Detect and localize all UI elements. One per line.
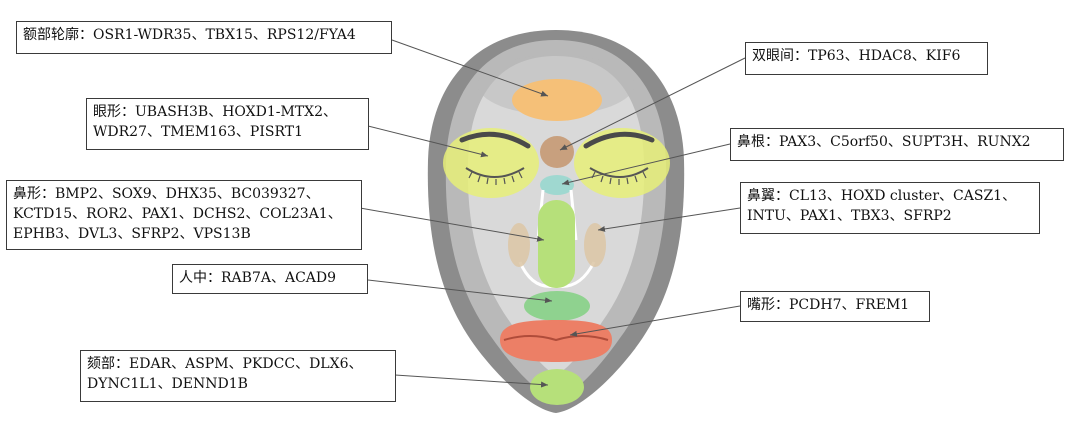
- leader-interocular: [559, 57, 746, 151]
- nasal-root-region: [540, 175, 574, 195]
- leader-eye-shape: [367, 125, 489, 158]
- chin-region: [530, 369, 584, 405]
- label-chin: 颏部：EDAR、ASPM、PKDCC、DLX6、 DYNC1L1、DENND1B: [80, 350, 396, 402]
- label-nasal-root: 鼻根：PAX3、C5orf50、SUPT3H、RUNX2: [730, 128, 1064, 161]
- left-closed-eye: [465, 167, 525, 178]
- label-mouth-shape: 嘴形：PCDH7、FREM1: [740, 291, 930, 322]
- leader-philtrum: [367, 279, 553, 304]
- left-eyebrow: [459, 131, 531, 149]
- label-nose-shape-line-2: KCTD15、ROR2、PAX1、DCHS2、COL23A1、: [13, 206, 342, 222]
- right-eyebrow: [583, 131, 655, 149]
- label-philtrum: 人中：RAB7A、ACAD9: [172, 264, 368, 294]
- interocular-region: [540, 136, 574, 168]
- label-forehead-contour: 额部轮廓：OSR1-WDR35、TBX15、RPS12/FYA4: [16, 21, 392, 54]
- left-eyelashes: [468, 171, 523, 185]
- label-nose-shape-line-1: 鼻形：BMP2、SOX9、DHX35、BC039327、: [13, 186, 320, 202]
- right-nasal-ala-region: [584, 223, 606, 267]
- leader-forehead: [391, 39, 549, 97]
- forehead-region: [512, 79, 602, 121]
- label-eye-shape: 眼形：UBASH3B、HOXD1-MTX2、 WDR27、TMEM163、PIS…: [86, 98, 369, 150]
- label-nose-shape: 鼻形：BMP2、SOX9、DHX35、BC039327、 KCTD15、ROR2…: [6, 180, 362, 250]
- label-interocular: 双眼间：TP63、HDAC8、KIF6: [745, 42, 988, 75]
- mouth-line: [503, 335, 609, 342]
- right-eye-region: [574, 128, 670, 198]
- label-nasal-root-text: 鼻根：PAX3、C5orf50、SUPT3H、RUNX2: [737, 134, 1031, 150]
- label-nasal-ala-line-1: 鼻翼：CL13、HOXD cluster、CASZ1、: [747, 188, 1017, 204]
- left-nasal-ala-region: [508, 223, 530, 267]
- label-nasal-ala: 鼻翼：CL13、HOXD cluster、CASZ1、 INTU、PAX1、TB…: [740, 182, 1040, 234]
- leader-nasal-root: [561, 143, 731, 186]
- label-mouth-shape-text: 嘴形：PCDH7、FREM1: [747, 297, 910, 313]
- label-philtrum-text: 人中：RAB7A、ACAD9: [179, 270, 337, 286]
- label-eye-shape-line-2: WDR27、TMEM163、PISRT1: [93, 124, 303, 140]
- right-closed-eye: [589, 167, 649, 178]
- label-nose-shape-line-3: EPHB3、DVL3、SFRP2、VPS13B: [13, 226, 251, 242]
- leader-chin: [394, 374, 549, 388]
- label-chin-line-1: 颏部：EDAR、ASPM、PKDCC、DLX6、: [87, 356, 363, 372]
- right-eyelashes: [591, 171, 647, 185]
- left-eye-region: [443, 128, 539, 198]
- label-eye-shape-line-1: 眼形：UBASH3B、HOXD1-MTX2、: [93, 104, 338, 120]
- label-nasal-ala-line-2: INTU、PAX1、TBX3、SFRP2: [747, 208, 952, 224]
- philtrum-region: [524, 291, 590, 321]
- leader-nose-shape: [359, 207, 545, 242]
- label-interocular-text: 双眼间：TP63、HDAC8、KIF6: [752, 48, 961, 64]
- nose-region: [538, 200, 575, 288]
- leader-mouth-shape: [569, 305, 741, 337]
- label-forehead-contour-text: 额部轮廓：OSR1-WDR35、TBX15、RPS12/FYA4: [23, 27, 356, 43]
- label-chin-line-2: DYNC1L1、DENND1B: [87, 376, 248, 392]
- leader-nasal-ala: [597, 207, 741, 232]
